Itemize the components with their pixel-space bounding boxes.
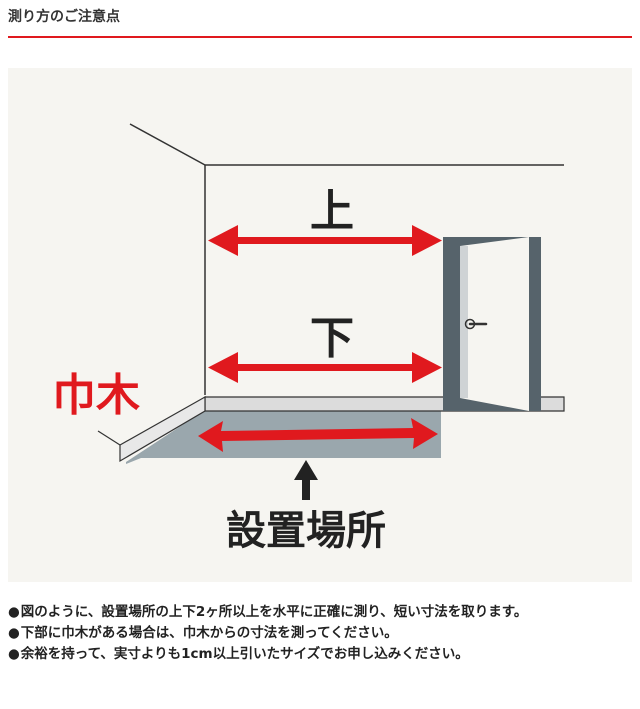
note-item: ●下部に巾木がある場合は、巾木からの寸法を測ってください。 xyxy=(8,623,632,644)
section-header: 測り方のご注意点 xyxy=(8,6,632,40)
note-text: 図のように、設置場所の上下2ヶ所以上を水平に正確に測り、短い寸法を取ります。 xyxy=(20,604,528,620)
bullet-icon: ● xyxy=(8,625,20,641)
bullet-icon: ● xyxy=(8,604,20,620)
room-illustration: 上 下 巾木 設置場所 xyxy=(52,123,565,554)
note-text: 余裕を持って、実寸よりも1cm以上引いたサイズでお申し込みください。 xyxy=(20,646,469,662)
bottom-measure-arrow xyxy=(208,352,442,383)
note-item: ●図のように、設置場所の上下2ヶ所以上を水平に正確に測り、短い寸法を取ります。 xyxy=(8,602,632,623)
top-measure-arrow xyxy=(208,225,442,256)
floor-measure-arrow xyxy=(198,418,438,452)
section-title: 測り方のご注意点 xyxy=(8,9,120,25)
ceiling-edge-line xyxy=(129,123,206,166)
label-top: 上 xyxy=(310,186,354,237)
door-icon xyxy=(443,237,541,411)
title-underline xyxy=(8,36,632,38)
measurement-diagram: 上 下 巾木 設置場所 xyxy=(8,68,632,582)
label-baseboard: 巾木 xyxy=(52,370,140,421)
location-pointer-arrow xyxy=(294,460,318,500)
notes-list: ●図のように、設置場所の上下2ヶ所以上を水平に正確に測り、短い寸法を取ります。 … xyxy=(8,602,632,665)
label-location: 設置場所 xyxy=(226,508,386,554)
note-text: 下部に巾木がある場合は、巾木からの寸法を測ってください。 xyxy=(20,625,398,641)
baseboard-side xyxy=(119,395,206,463)
room-lines xyxy=(129,123,564,395)
bullet-icon: ● xyxy=(8,646,20,662)
label-bottom: 下 xyxy=(310,313,354,364)
note-item: ●余裕を持って、実寸よりも1cm以上引いたサイズでお申し込みください。 xyxy=(8,644,632,665)
baseboard-pointer-line xyxy=(97,430,121,446)
